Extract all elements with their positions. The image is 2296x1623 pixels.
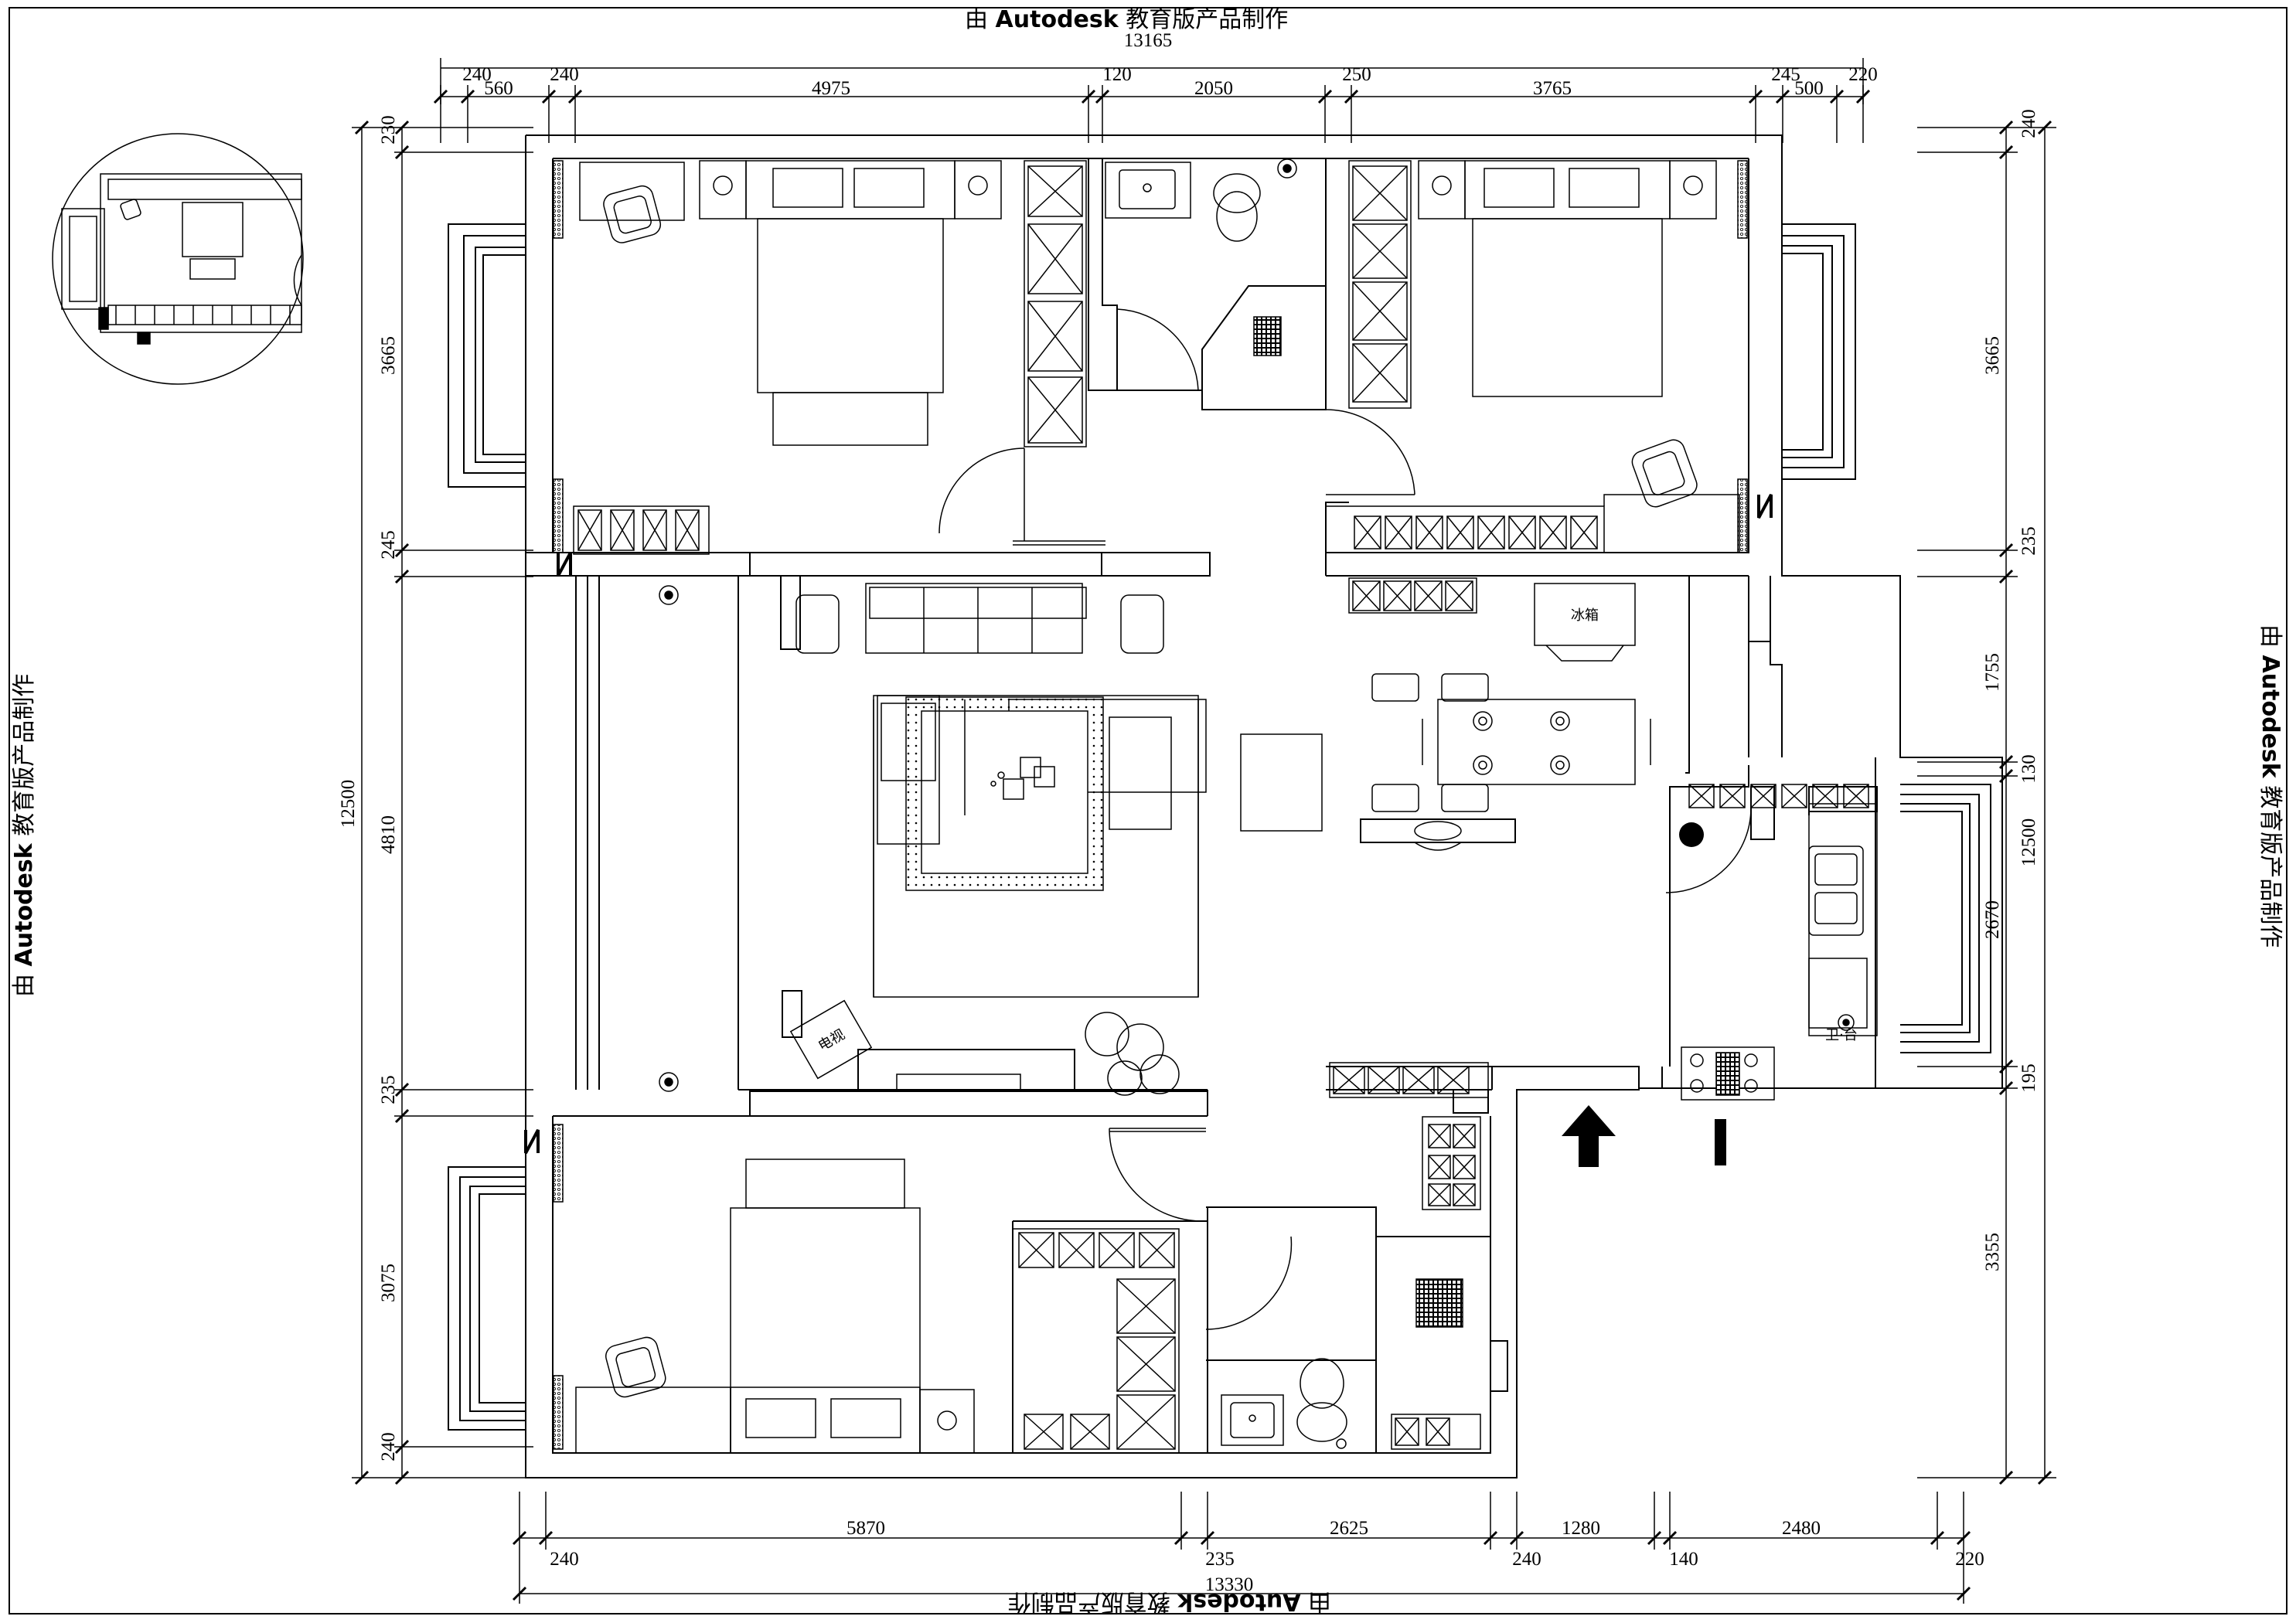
- dining-table: [1438, 699, 1635, 784]
- armchair-bedroom-3: [604, 1335, 668, 1399]
- dim-top-6: 2050: [1194, 78, 1233, 99]
- watermark-top-brand: Autodesk: [995, 6, 1119, 33]
- dim-right-3: 235: [2018, 526, 2039, 556]
- dim-top-5: 120: [1102, 64, 1132, 85]
- dimension-lines: 13165 240 560 240 4975 120 2050 250 3765…: [338, 30, 2056, 1604]
- watermark-bottom-brand: Autodesk: [1177, 1588, 1301, 1615]
- entrance-arrow-icon: [1562, 1105, 1616, 1167]
- watermark-top: 由 Autodesk 教育版产品制作: [965, 0, 1288, 34]
- dim-top-3: 240: [550, 64, 579, 85]
- furniture: 冰箱: [554, 159, 1877, 1453]
- dim-left-5: 235: [378, 1075, 399, 1104]
- plant: [1085, 1012, 1179, 1095]
- dim-left-6: 3075: [378, 1264, 399, 1302]
- fridge-label: 冰箱: [1571, 607, 1599, 624]
- watermark-right: 由 Autodesk 教育版产品制作: [2256, 624, 2290, 948]
- dim-right-1: 240: [2018, 109, 2039, 138]
- dim-bottom-6: 235: [1205, 1549, 1235, 1570]
- kitchen-chef-mark: [1679, 822, 1704, 847]
- dining-chairs: [1372, 674, 1650, 812]
- dim-bottom-4: 2480: [1782, 1518, 1821, 1539]
- watermark-right-suffix: 教育版产品制作: [2257, 785, 2284, 948]
- dim-right-2: 3665: [1982, 336, 2003, 375]
- door-handle-mark: [1715, 1119, 1726, 1165]
- dim-top-11: 220: [1848, 64, 1878, 85]
- dim-left-2: 3665: [378, 336, 399, 375]
- dim-bottom-5: 240: [550, 1549, 579, 1570]
- dim-bottom-9: 220: [1955, 1549, 1984, 1570]
- watermark-left: 由 Autodesk 教育版产品制作: [5, 674, 39, 997]
- dim-right-7: 195: [2018, 1063, 2039, 1093]
- dim-right-4: 1755: [1982, 653, 2003, 692]
- watermark-top-suffix: 教育版产品制作: [1126, 6, 1289, 33]
- armchair-bedroom-1: [601, 184, 663, 246]
- watermark-left-suffix: 教育版产品制作: [11, 673, 38, 836]
- dim-top-total: 13165: [1124, 30, 1173, 51]
- dim-top-10: 500: [1794, 78, 1824, 99]
- dim-top-1: 240: [462, 64, 492, 85]
- dim-bottom-2: 2625: [1330, 1518, 1368, 1539]
- dim-bottom-3: 1280: [1562, 1518, 1600, 1539]
- dim-top-4: 4975: [812, 78, 850, 99]
- watermark-bottom: 由 Autodesk 教育版产品制作: [1008, 1587, 1331, 1621]
- inset-thumbnail: [53, 134, 303, 384]
- drawing-border: [9, 8, 2287, 1614]
- walls: [448, 135, 2002, 1478]
- dim-right-total: 12500: [2018, 818, 2039, 867]
- armchair-bedroom-2: [1629, 437, 1699, 509]
- watermark-bottom-suffix: 教育版产品制作: [1007, 1588, 1170, 1615]
- watermark-bottom-prefix: 由: [1308, 1588, 1331, 1615]
- wall-markers: [526, 495, 1771, 1153]
- fridge: [1535, 584, 1635, 645]
- watermark-left-prefix: 由: [11, 974, 38, 997]
- kitchen-note: 卫·台: [1825, 1027, 1858, 1043]
- dim-top-7: 250: [1342, 64, 1371, 85]
- dim-left-total: 12500: [338, 780, 359, 829]
- watermark-left-brand: Autodesk: [11, 843, 38, 967]
- floor-drain-top: [1254, 317, 1281, 356]
- dim-left-3: 245: [378, 530, 399, 560]
- dim-left-4: 4810: [378, 815, 399, 854]
- dim-right-5: 130: [2018, 754, 2039, 784]
- watermark-right-prefix: 由: [2257, 624, 2284, 648]
- watermark-right-brand: Autodesk: [2257, 655, 2284, 778]
- dim-bottom-total: 13330: [1205, 1574, 1254, 1595]
- dim-left-1: 230: [378, 115, 399, 145]
- dim-bottom-1: 5870: [847, 1518, 885, 1539]
- dim-right-6: 2670: [1982, 900, 2003, 939]
- dim-bottom-8: 140: [1669, 1549, 1698, 1570]
- dim-top-8: 3765: [1533, 78, 1572, 99]
- watermark-top-prefix: 由: [965, 6, 988, 33]
- dim-left-7: 240: [378, 1432, 399, 1461]
- dim-bottom-7: 240: [1512, 1549, 1541, 1570]
- dim-right-8: 3355: [1982, 1233, 2003, 1271]
- dim-top-9: 245: [1771, 64, 1800, 85]
- dim-top-2: 560: [484, 78, 513, 99]
